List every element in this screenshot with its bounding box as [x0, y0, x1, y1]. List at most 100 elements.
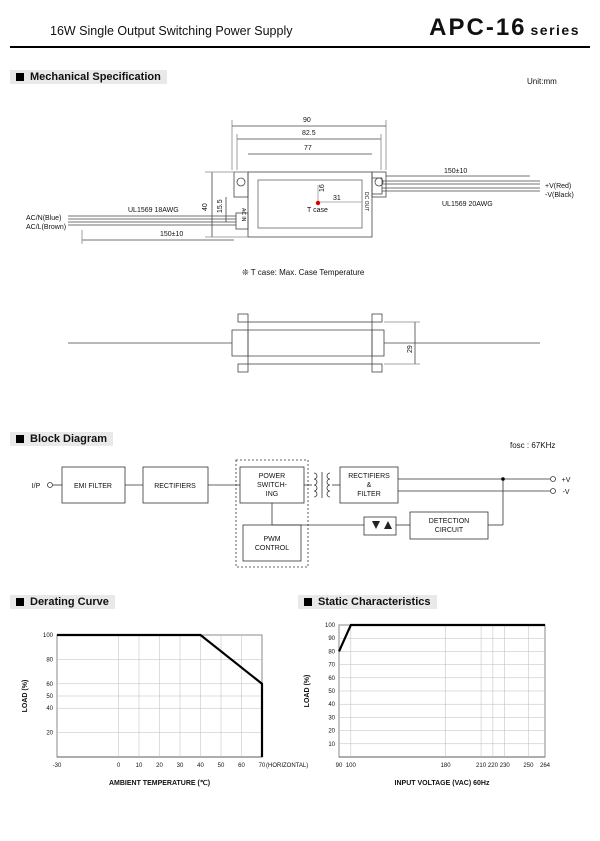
left-ear — [233, 171, 249, 198]
y-tick-label: 80 — [328, 649, 335, 655]
rect2-line-2: & — [367, 482, 372, 489]
dim-31: 31 — [333, 195, 341, 202]
left-mount-hole — [236, 177, 246, 187]
tcase-label: T case — [307, 207, 328, 214]
x-tick-label: 40 — [197, 763, 204, 769]
transformer-primary — [313, 472, 318, 498]
emi-filter-label: EMI FILTER — [74, 483, 112, 490]
vminus-out-label: -V — [563, 489, 570, 496]
output-gland — [371, 177, 383, 195]
x-axis-suffix: (HORIZONTAL) — [266, 763, 308, 769]
x-tick-label: 20 — [156, 763, 163, 769]
section-block-diagram: Block Diagram — [10, 432, 114, 446]
vplus-out-label: +V — [562, 477, 571, 484]
x-axis-label: INPUT VOLTAGE (VAC) 60Hz — [395, 780, 490, 787]
x-tick-label: 50 — [218, 763, 225, 769]
x-tick-label: 10 — [136, 763, 143, 769]
dim-16: 16 — [319, 184, 326, 192]
section-static-characteristics: Static Characteristics — [298, 595, 437, 609]
x-tick-label: 180 — [441, 763, 452, 769]
cable-out-label: UL1569 20AWG — [442, 201, 493, 208]
y-tick-label: 50 — [328, 689, 335, 695]
y-tick-label: 50 — [46, 694, 53, 700]
y-tick-label: 100 — [43, 633, 54, 639]
section-mechanical: Mechanical Specification — [10, 70, 167, 84]
unit-label: Unit:mm — [527, 77, 557, 86]
x-tick-label: 0 — [117, 763, 121, 769]
dim-82-5: 82.5 — [302, 130, 316, 137]
pwm-line-2: CONTROL — [255, 545, 289, 552]
x-tick-label: -30 — [53, 763, 62, 769]
dim-29: 29 — [407, 345, 414, 353]
pwm-line-1: PWM — [263, 536, 280, 543]
pwm-control-box — [242, 524, 302, 562]
y-tick-label: 90 — [328, 636, 335, 642]
detection-box — [409, 511, 489, 540]
x-tick-label: 90 — [336, 763, 343, 769]
y-tick-label: 60 — [46, 682, 53, 688]
x-axis-label: AMBIENT TEMPERATURE (℃) — [109, 779, 210, 787]
rect2-line-1: RECTIFIERS — [348, 473, 390, 480]
dim-150-out: 150±10 — [444, 168, 467, 175]
x-tick-label: 250 — [523, 763, 534, 769]
y-tick-label: 40 — [328, 702, 335, 708]
y-tick-label: 20 — [46, 731, 53, 737]
rectifiers-label: RECTIFIERS — [154, 483, 196, 490]
y-tick-label: 40 — [46, 706, 53, 712]
ip-label: I/P — [32, 483, 41, 490]
x-tick-label: 210 — [476, 763, 487, 769]
power-line-3: ING — [266, 491, 278, 498]
input-gland — [235, 212, 249, 230]
series-line — [57, 633, 264, 757]
y-tick-label: 60 — [328, 676, 335, 682]
ac-l-label: AC/L(Brown) — [26, 224, 66, 231]
dim-77: 77 — [304, 145, 312, 152]
optocoupler-box — [363, 516, 397, 536]
x-tick-label: 60 — [238, 763, 245, 769]
ip-terminal — [47, 482, 53, 488]
y-tick-label: 100 — [325, 623, 336, 629]
x-tick-label: 220 — [488, 763, 499, 769]
side-view-body — [247, 321, 373, 365]
y-tick-label: 30 — [328, 715, 335, 721]
detect-line-2: CIRCUIT — [435, 527, 464, 534]
cable-in-label: UL1569 18AWG — [128, 207, 179, 214]
right-ear — [371, 171, 387, 198]
dim-150-in: 150±10 — [160, 231, 183, 238]
x-tick-label: 70 — [259, 763, 266, 769]
series-line — [337, 623, 545, 652]
ac-n-label: AC/N(Blue) — [26, 215, 61, 222]
dim-15-5: 15.5 — [217, 199, 224, 213]
detect-line-1: DETECTION — [429, 518, 469, 525]
tcase-point — [315, 200, 321, 206]
top-view-body — [247, 171, 373, 238]
fosc-label: fosc : 67KHz — [510, 441, 556, 450]
tcase-note: ❊ T case: Max. Case Temperature — [242, 268, 365, 277]
optocoupler-icon — [372, 521, 392, 529]
y-tick-label: 80 — [46, 657, 53, 663]
transformer-secondary — [326, 472, 331, 498]
side-left-gland — [231, 329, 249, 357]
vplus-wire-label: +V(Red) — [545, 183, 571, 190]
mechanical-drawing: 90 82.5 77 150±10 150±10 40 15.5 16 31 2… — [26, 117, 574, 373]
x-tick-label: 100 — [346, 763, 357, 769]
model-name: APC-16 — [429, 14, 527, 41]
x-tick-label: 264 — [540, 763, 551, 769]
section-derating-curve: Derating Curve — [10, 595, 115, 609]
power-line-1: POWER — [259, 473, 285, 480]
isolation-boundary — [235, 459, 309, 568]
dim-40: 40 — [202, 203, 209, 211]
y-tick-label: 70 — [328, 663, 335, 669]
x-tick-label: 30 — [177, 763, 184, 769]
dim-90: 90 — [303, 117, 311, 124]
power-line-2: SWITCH- — [257, 482, 288, 489]
top-view-label-area — [257, 179, 363, 229]
y-tick-label: 10 — [328, 742, 335, 748]
rect2-line-3: FILTER — [357, 491, 381, 498]
page-header: 16W Single Output Switching Power Supply… — [10, 14, 590, 48]
header-subtitle: 16W Single Output Switching Power Supply — [50, 24, 293, 38]
y-tick-label: 20 — [328, 729, 335, 735]
block-diagram: I/P EMI FILTER RECTIFIERS POWER SWITCH- … — [32, 459, 571, 568]
